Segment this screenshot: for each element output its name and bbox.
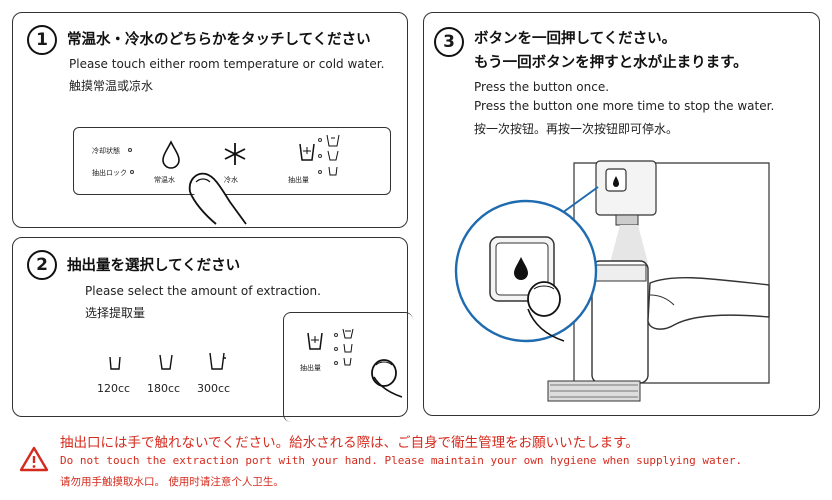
- finger-icon: [188, 172, 247, 225]
- step3-title-en-line1: Press the button once.: [474, 80, 610, 94]
- step2-number: 2: [27, 250, 57, 280]
- extraction-lock-indicator: [130, 170, 134, 174]
- step1-title-zh: 触摸常温或凉水: [69, 79, 154, 93]
- large-cup-icon: [326, 134, 340, 147]
- large-cup-icon: [209, 352, 226, 370]
- step1-title-en: Please touch either room temperature or …: [69, 57, 385, 71]
- size-180-label: 180cc: [147, 382, 181, 395]
- warning-text-jp: 抽出口には手で触れないでください。給水される際は、ご自身で衛生管理をお願いいたし…: [60, 435, 639, 451]
- size-option-180[interactable]: 180cc: [147, 354, 187, 402]
- dispenser-illustration: [454, 160, 770, 402]
- size-option-300[interactable]: 300cc: [197, 352, 241, 402]
- snowflake-icon: [224, 143, 246, 165]
- size-300-label: 300cc: [197, 382, 231, 395]
- water-drop-icon: [162, 140, 180, 169]
- warning-text-zh: 请勿用手触摸取水口。 使用时请注意个人卫生。: [60, 476, 284, 488]
- step2-title-jp: 抽出量を選択してください: [67, 258, 241, 274]
- medium-cup-icon: [343, 343, 353, 353]
- small-cup-icon: [343, 357, 352, 366]
- large-cup-icon: [342, 328, 354, 339]
- amount-indicator-1: [318, 138, 322, 142]
- step3-title-jp-line2: もう一回ボタンを押すと水が止まります。: [474, 55, 748, 71]
- amount-indicator-1: [334, 333, 338, 337]
- step1-panel: 1 常温水・冷水のどちらかをタッチしてください Please touch eit…: [12, 12, 408, 228]
- room-temp-water-button[interactable]: 常温水: [154, 138, 186, 184]
- step1-number: 1: [27, 25, 57, 55]
- amount-panel-illustration: 抽出量: [283, 312, 413, 422]
- extraction-lock-label: 抽出ロック: [92, 169, 127, 177]
- cold-water-button[interactable]: 冷水: [220, 138, 250, 184]
- room-temp-label: 常温水: [154, 176, 175, 184]
- warning-icon: [19, 446, 49, 472]
- step1-title-jp: 常温水・冷水のどちらかをタッチしてください: [67, 32, 371, 48]
- medium-cup-icon: [327, 150, 339, 161]
- amount-indicator-2: [318, 154, 322, 158]
- amount-indicator-3: [334, 361, 338, 365]
- warning-text-en: Do not touch the extraction port with yo…: [60, 454, 743, 467]
- amount-label: 抽出量: [300, 364, 321, 372]
- size-120-label: 120cc: [97, 382, 131, 395]
- amount-indicator-3: [318, 170, 322, 174]
- step3-title-en-line2: Press the button one more time to stop t…: [474, 99, 775, 113]
- control-panel-illustration: 冷却状態 抽出ロック 常温水 冷水 抽出: [73, 127, 391, 225]
- size-option-120[interactable]: 120cc: [97, 356, 137, 402]
- cooling-status-label: 冷却状態: [92, 147, 120, 155]
- step2-panel: 2 抽出量を選択してください Please select the amount …: [12, 237, 413, 422]
- small-cup-icon: [328, 166, 338, 176]
- step2-title-zh: 选择提取量: [85, 306, 146, 320]
- small-cup-icon: [109, 356, 121, 370]
- step3-number: 3: [434, 27, 464, 57]
- cooling-status-indicator: [128, 148, 132, 152]
- step3-title-jp-line1: ボタンを一回押してください。: [474, 31, 677, 47]
- step2-title-en: Please select the amount of extraction.: [85, 284, 321, 298]
- cup-icon: [299, 143, 315, 161]
- amount-indicator-2: [334, 347, 338, 351]
- amount-label: 抽出量: [288, 176, 309, 184]
- finger-icon: [371, 359, 403, 398]
- medium-cup-icon: [159, 354, 173, 370]
- step3-title-zh: 按一次按钮。再按一次按钮即可停水。: [474, 122, 679, 136]
- cup-icon: [307, 332, 323, 350]
- step3-panel: 3 ボタンを一回押してください。 もう一回ボタンを押すと水が止まります。 Pre…: [423, 12, 820, 416]
- extraction-amount-button[interactable]: 抽出量: [288, 136, 348, 184]
- cold-label: 冷水: [224, 176, 238, 184]
